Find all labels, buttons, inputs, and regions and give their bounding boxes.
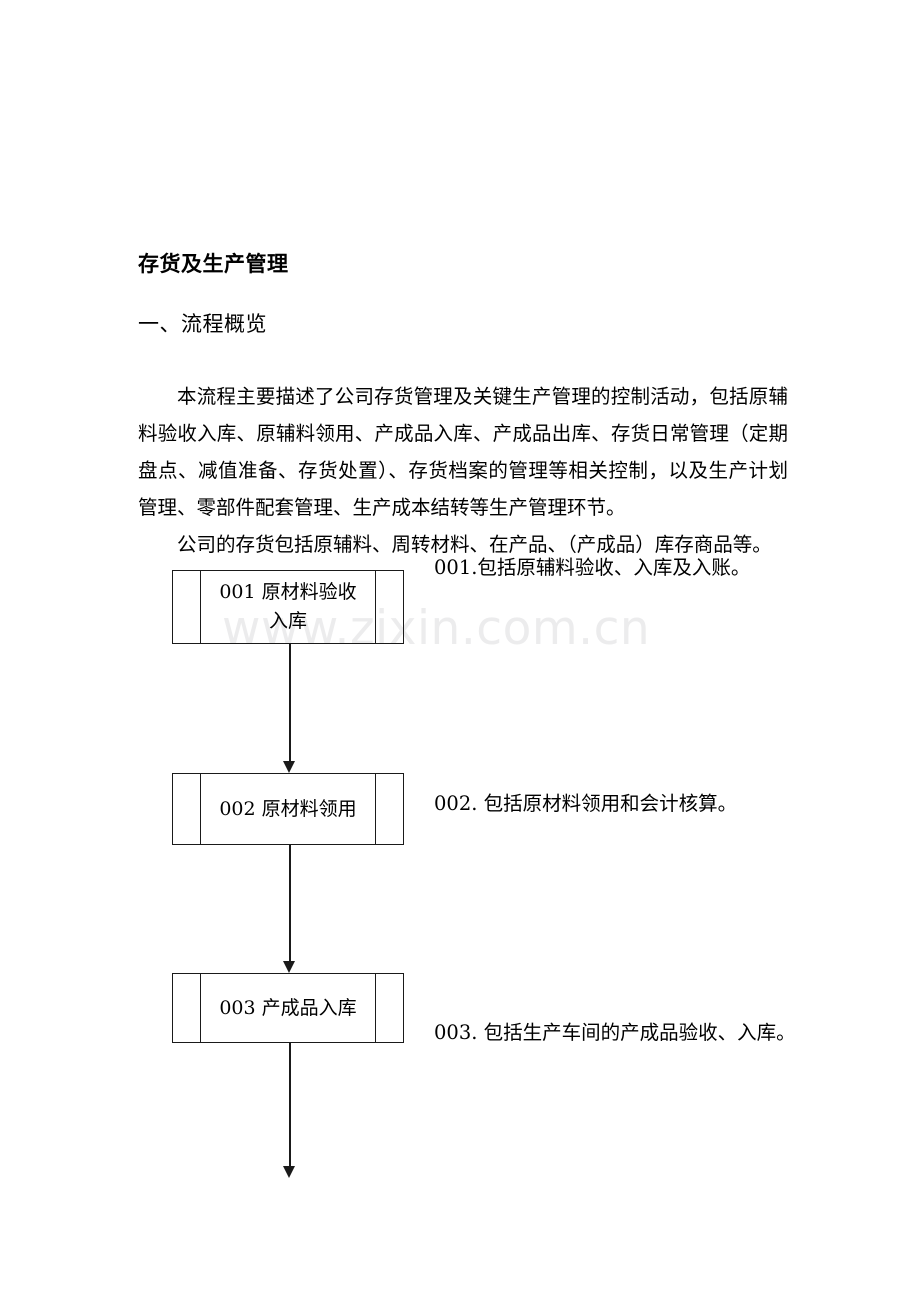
- section-heading-overview: 一、流程概览: [138, 312, 267, 336]
- flow-note-001: 001.包括原辅料验收、入库及入账。: [434, 556, 751, 579]
- flow-node-003[interactable]: 003 产成品入库: [172, 973, 404, 1043]
- predefined-process-right-bar: [375, 774, 376, 844]
- predefined-process-left-bar: [200, 774, 201, 844]
- flow-node-001-label: 001 原材料验收 入库: [219, 581, 357, 632]
- predefined-process-left-bar: [200, 974, 201, 1042]
- predefined-process-right-bar: [375, 571, 376, 643]
- predefined-process-left-bar: [200, 571, 201, 643]
- connector-shaft: [289, 644, 291, 763]
- flow-note-003: 003. 包括生产车间的产成品验收、入库。: [434, 1021, 796, 1044]
- predefined-process-right-bar: [375, 974, 376, 1042]
- watermark-text: www.zixin.com.cn: [222, 601, 651, 656]
- flow-node-001[interactable]: 001 原材料验收 入库: [172, 570, 404, 644]
- paragraph-process-scope: 本流程主要描述了公司存货管理及关键生产管理的控制活动，包括原辅料验收入库、原辅料…: [138, 384, 788, 519]
- page-title: 存货及生产管理: [138, 252, 289, 276]
- arrowhead-down-icon: [282, 961, 295, 973]
- flow-node-002[interactable]: 002 原材料领用: [172, 773, 404, 845]
- connector-shaft: [289, 1043, 291, 1168]
- flow-node-003-label: 003 产成品入库: [219, 996, 357, 1019]
- flow-note-002: 002. 包括原材料领用和会计核算。: [434, 792, 738, 815]
- paragraph-inventory-definition: 公司的存货包括原辅料、周转材料、在产品、（产成品）库存商品等。: [177, 532, 772, 556]
- connector-shaft: [289, 845, 291, 963]
- flow-node-002-label: 002 原材料领用: [219, 797, 357, 820]
- arrowhead-down-icon: [282, 1166, 295, 1178]
- arrowhead-down-icon: [282, 761, 295, 773]
